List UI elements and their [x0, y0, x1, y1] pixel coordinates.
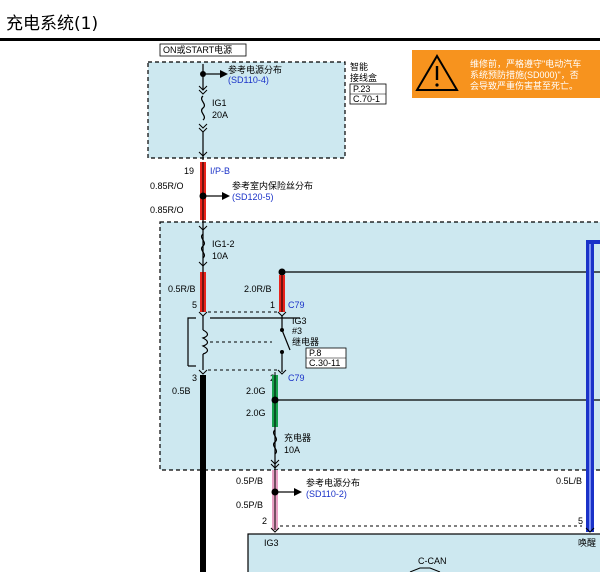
power-box-title: ON或START电源: [163, 44, 232, 55]
splice-top: [200, 71, 206, 77]
connector-chevron-icon: [198, 123, 208, 129]
connector-chevron-icon: [198, 151, 208, 157]
arrow-right-icon: [220, 70, 228, 78]
c79-pin-1: 1: [270, 300, 275, 310]
page-title: 充电系统(1): [6, 14, 99, 34]
connector-chevron-icon: [270, 527, 280, 533]
ref-indoor-text: 参考室内保险丝分布: [232, 180, 313, 191]
wire-w6-label: 2.0G: [246, 386, 266, 396]
connector-chevron-icon: [270, 463, 280, 469]
fuse-ig1-rating: 20A: [212, 110, 228, 120]
wire-w8-label: 0.5P/B: [236, 476, 263, 486]
splice-pink: [271, 488, 279, 496]
fuse-charger-rating: 10A: [284, 445, 300, 455]
arrow-right-icon: [294, 488, 302, 496]
ipb-name: I/P-B: [210, 166, 230, 176]
relay-name: IG3: [292, 316, 307, 326]
smart-junction-coord: C.70-1: [353, 94, 380, 104]
fuse-charger-icon: [272, 429, 278, 455]
fuse-charger-name: 充电器: [284, 432, 311, 443]
fuse-ig12-name: IG1-2: [212, 239, 235, 249]
ref-power-text-2: 参考电源分布: [306, 477, 360, 488]
relay-number: #3: [292, 326, 302, 336]
ref-indoor-code: (SD120-5): [232, 192, 274, 202]
c79-name-bottom: C79: [288, 373, 305, 383]
fuse-ig12-icon: [200, 233, 206, 259]
warning-line-3: 会导致严重伤害甚至死亡。: [470, 80, 578, 91]
ref-power-code-1: (SD110-4): [228, 75, 269, 85]
wire-w4-label: 2.0R/B: [244, 284, 272, 294]
arrow-right-icon: [222, 192, 230, 200]
connector-chevron-icon: [198, 85, 208, 91]
module-label-wake: 唤醒: [578, 537, 596, 548]
smart-junction-name-2: 接线盒: [350, 72, 377, 83]
connector-chevron-icon: [198, 89, 208, 95]
smart-junction-name-1: 智能: [350, 61, 368, 72]
connector-chevron-icon: [277, 369, 287, 375]
power-distribution-box: [147, 61, 346, 159]
warning-icon: [415, 54, 459, 91]
c79-pin-5: 5: [192, 300, 197, 310]
ipb-pin: 19: [184, 166, 194, 176]
splice-indoor: [199, 192, 207, 200]
power-box-title-frame: [159, 43, 247, 57]
junction-box-main: [159, 221, 600, 471]
wire-w2-label: 0.85R/O: [150, 205, 184, 215]
relay-label: 继电器: [292, 336, 319, 347]
relay-switch-icon: [281, 329, 291, 351]
module-pin-wake: 5: [578, 516, 583, 526]
splice-green: [271, 396, 279, 404]
wire-w1-label: 0.85R/O: [150, 181, 184, 191]
relay-page: P.8: [309, 348, 321, 358]
c79-name-top: C79: [288, 300, 305, 310]
wire-w3-label: 0.5R/B: [168, 284, 196, 294]
connector-chevron-icon: [198, 225, 208, 231]
connector-chevron-icon: [585, 527, 595, 533]
module-pin-ig3: 2: [262, 516, 267, 526]
wire-w7-label: 2.0G: [246, 408, 266, 418]
charger-module: [247, 533, 600, 572]
warning-line-2: 系统预防措施(SD000)"，否: [470, 69, 579, 80]
wire-w9-label: 0.5P/B: [236, 500, 263, 510]
ref-power-text-1: 参考电源分布: [228, 64, 282, 75]
fuse-ig12-rating: 10A: [212, 251, 228, 261]
connector-chevron-icon: [270, 459, 280, 465]
can-bus-icon: [409, 567, 441, 572]
fuse-ig1-icon: [200, 95, 206, 121]
wire-w10-label: 0.5L/B: [556, 476, 582, 486]
relay-coord: C.30-11: [309, 358, 340, 368]
connector-chevron-icon: [198, 369, 208, 375]
fuse-ig1-name: IG1: [212, 98, 227, 108]
warning-icon-dot: [435, 83, 439, 87]
relay-coil-icon: [201, 329, 209, 355]
relay-frame-left: [187, 317, 196, 366]
page-header: 充电系统(1): [0, 0, 600, 41]
warning-line-1: 维修前，严格遵守"电动汽车: [470, 58, 581, 69]
wire-black: [200, 375, 206, 572]
module-bus-label: C-CAN: [418, 556, 447, 566]
wire-w5-label: 0.5B: [172, 386, 191, 396]
smart-junction-page: P.23: [353, 84, 370, 94]
c79-pin-3: 3: [192, 373, 197, 383]
connector-chevron-icon: [198, 261, 208, 267]
module-label-ig3: IG3: [264, 538, 279, 548]
ref-power-code-2: (SD110-2): [306, 489, 347, 499]
